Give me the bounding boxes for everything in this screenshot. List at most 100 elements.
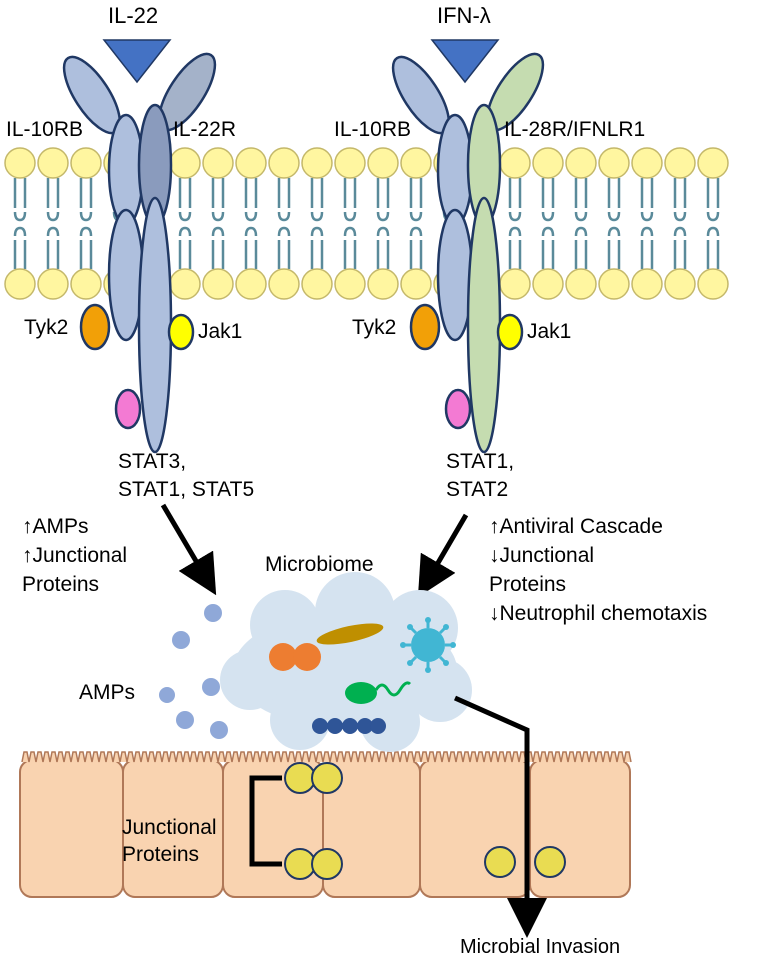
effect-line: Proteins [489, 573, 567, 596]
lipid-tail [409, 178, 423, 269]
lipid-head [235, 147, 267, 179]
il22r-receptor [137, 52, 217, 454]
ifn-lambda-ligand [430, 39, 500, 84]
il10rb-label-right: IL-10RB [334, 118, 412, 141]
lipid-head [235, 268, 267, 300]
tyk2-kinase-right [409, 303, 441, 351]
lipid-head [367, 268, 399, 300]
microbial-invasion-label: Microbial Invasion [460, 936, 621, 958]
lipid-head [169, 268, 201, 300]
lipid-tail [376, 178, 390, 269]
lipid-tail [574, 178, 588, 269]
left-effects: ↑AMPs ↑Junctional Proteins [22, 512, 127, 599]
lipid-tail [673, 178, 687, 269]
junctional-line: Junctional [122, 816, 217, 839]
lipid-head [400, 147, 432, 179]
lipid-head [37, 268, 69, 300]
il10rb-receptor-right [391, 55, 474, 342]
lipid-tail [211, 178, 225, 269]
stat-line: STAT2 [446, 478, 509, 501]
flagellated-bacterium [345, 681, 412, 704]
rod-bacterium [316, 623, 384, 645]
lipid-head [4, 268, 36, 300]
right-effects: ↑Antiviral Cascade ↓Junctional Proteins … [489, 512, 707, 628]
junctional-line: Proteins [122, 843, 200, 866]
stat-label-right: STAT1, STAT2 [446, 448, 514, 504]
lipid-tail [640, 178, 654, 269]
effect-line: Proteins [22, 573, 100, 596]
lipid-head [532, 147, 564, 179]
lipid-tail [46, 178, 60, 269]
lipid-tail [541, 178, 555, 269]
effect-line: ↑Junctional [22, 544, 128, 567]
orange-diplococcus [269, 643, 321, 671]
lipid-head [598, 268, 630, 300]
amp-molecules [159, 604, 228, 739]
lipid-tail [13, 178, 27, 269]
lipid-head [598, 147, 630, 179]
lipid-head [697, 268, 729, 300]
arrow-left-to-microbiome [160, 503, 217, 596]
amps-label: AMPs [79, 681, 136, 704]
arrow-right-to-microbiome [417, 513, 469, 598]
junctional-proteins-label: Junctional Proteins [122, 814, 217, 868]
invasion-arrow [453, 695, 547, 938]
lipid-head [202, 268, 234, 300]
lipid-head [664, 268, 696, 300]
microbiome-label: Microbiome [265, 553, 374, 576]
lipid-tail [310, 178, 324, 269]
lipid-heads-outer [4, 147, 729, 179]
lipid-head [697, 147, 729, 179]
lipid-head [37, 147, 69, 179]
jak1-kinase-left [167, 313, 195, 351]
il22-ligand [102, 39, 172, 84]
tyk2-label-right: Tyk2 [352, 316, 397, 339]
lipid-tail [607, 178, 621, 269]
lipid-head [499, 147, 531, 179]
stat-line: STAT3, [118, 450, 187, 473]
lipid-head [532, 268, 564, 300]
lipid-head [631, 268, 663, 300]
il22r-label: IL-22R [173, 118, 237, 141]
streptococcus-chain [312, 718, 386, 734]
tyk2-kinase-left [79, 303, 111, 351]
lipid-head [334, 268, 366, 300]
lipid-head [4, 147, 36, 179]
lipid-head [565, 147, 597, 179]
lipid-head [334, 147, 366, 179]
jak1-label-right: Jak1 [527, 320, 572, 343]
il10rb-receptor-left [62, 55, 145, 342]
stat-protein-right [444, 388, 472, 430]
lipid-head [301, 147, 333, 179]
lipid-head [664, 147, 696, 179]
lipid-head [268, 268, 300, 300]
lipid-tail [277, 178, 291, 269]
junction-bracket [249, 775, 282, 867]
lipid-head [202, 147, 234, 179]
effect-line: ↓Neutrophil chemotaxis [489, 602, 708, 625]
stat-protein-left [114, 388, 142, 430]
lipid-head [70, 268, 102, 300]
lipid-tail [178, 178, 192, 269]
microvilli-edge [21, 751, 632, 763]
jak1-kinase-right [496, 313, 524, 351]
effect-line: ↑Antiviral Cascade [489, 515, 663, 538]
lipid-tail [244, 178, 258, 269]
lipid-head [268, 147, 300, 179]
il28r-label: IL-28R/IFNLR1 [504, 118, 646, 141]
lipid-head [301, 268, 333, 300]
effect-line: ↑AMPs [22, 515, 89, 538]
stat-line: STAT1, STAT5 [118, 478, 255, 501]
il28r-receptor [466, 52, 545, 454]
virus-particle [400, 617, 456, 673]
tight-junctions [284, 762, 566, 880]
lipid-head [70, 147, 102, 179]
lipid-head [400, 268, 432, 300]
lipid-tail [508, 178, 522, 269]
lipid-tail [343, 178, 357, 269]
tyk2-label-left: Tyk2 [24, 316, 69, 339]
lipid-head [367, 147, 399, 179]
lipid-head [631, 147, 663, 179]
stat-label-left: STAT3, STAT1, STAT5 [118, 448, 254, 504]
